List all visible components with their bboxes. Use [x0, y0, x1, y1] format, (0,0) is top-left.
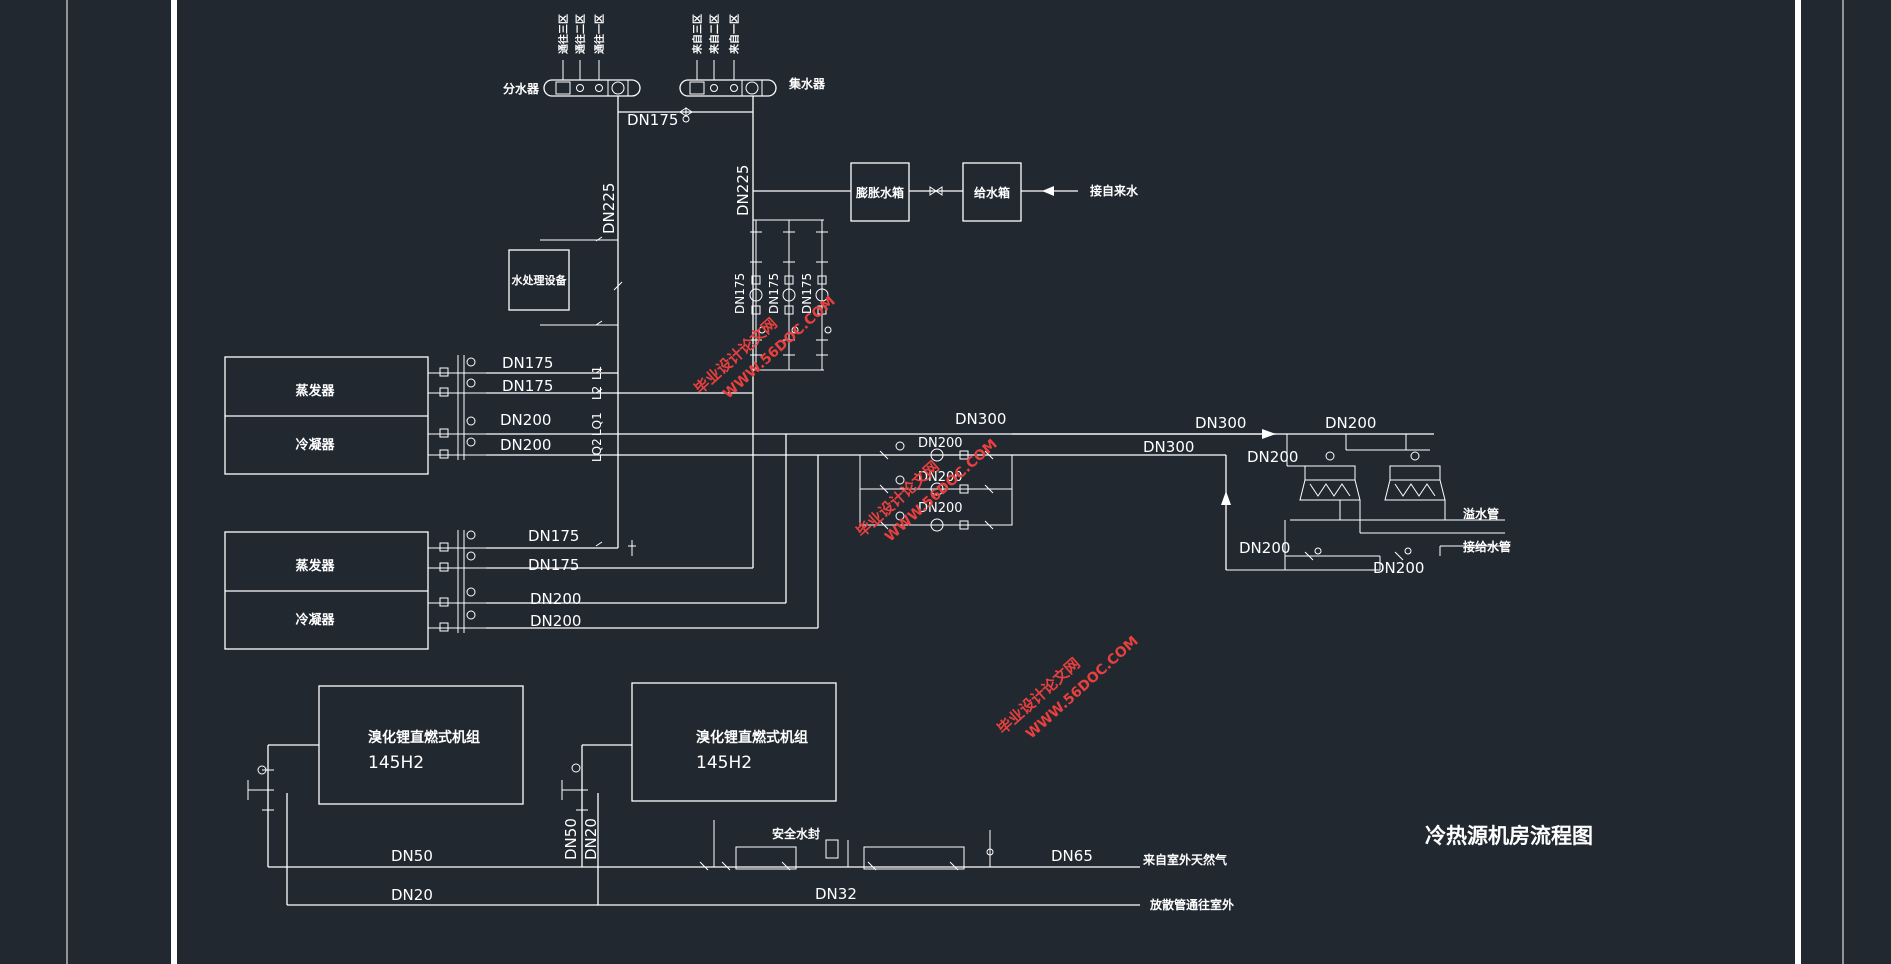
label-dn200-ret-b: DN200 — [1373, 559, 1424, 577]
tag-l1: L1 — [590, 366, 604, 380]
expansion-tank-label: 膨胀水箱 — [855, 185, 904, 200]
distributor-outlet-1: 通往一区 — [593, 14, 606, 54]
lib-unit-1-name: 溴化锂直燃式机组 — [368, 729, 480, 746]
chilled-water-pumps — [749, 219, 832, 371]
label-c1-dn200-b: DN200 — [500, 436, 551, 454]
lib-unit-2-name: 溴化锂直燃式机组 — [696, 729, 808, 746]
pipe-labels: DN175 DN225 DN225 DN175 DN175 DN175 DN17… — [391, 111, 1424, 904]
label-dn200-pump-a: DN200 — [918, 436, 963, 451]
pump-2 — [782, 220, 799, 370]
pump-1 — [749, 220, 766, 370]
expansion-tank: 膨胀水箱 — [850, 162, 910, 222]
distributor-label: 分水器 — [503, 81, 540, 96]
label-gas-dn50: DN50 — [391, 847, 433, 865]
label-dn200-pump-b: DN200 — [918, 470, 963, 485]
cooling-water-pumps — [818, 441, 1013, 532]
label-dn225-a: DN225 — [600, 183, 618, 234]
unit-2-fittings — [428, 530, 486, 633]
label-pump-dn175-2: DN175 — [767, 273, 781, 314]
pump-3 — [815, 220, 832, 370]
label-dn200-tower: DN200 — [1325, 414, 1376, 432]
distributor: 通往三区 通往二区 通往一区 分水器 — [503, 14, 641, 97]
lib-unit-1: 溴化锂直燃式机组 145H2 — [318, 685, 524, 805]
chilled-water-piping — [486, 96, 1276, 629]
evaporator-1-label: 蒸发器 — [295, 383, 335, 399]
label-gas-dn65: DN65 — [1051, 847, 1093, 865]
evaporator-2-label: 蒸发器 — [295, 558, 335, 574]
label-pump-dn175-3: DN175 — [800, 273, 814, 314]
label-gas-dn20-v: DN20 — [582, 818, 600, 860]
collector: 来自三区 来自二区 来自一区 集水器 — [679, 14, 826, 97]
drawing-title: 冷热源机房流程图 — [1425, 823, 1593, 848]
gas-piping — [247, 744, 1140, 906]
label-e2-dn175-a: DN175 — [528, 527, 579, 545]
chiller-unit-2: 蒸发器 冷凝器 — [224, 531, 429, 650]
distributor-outlet-3: 通往三区 — [557, 14, 570, 54]
label-e1-dn175-a: DN175 — [502, 354, 553, 372]
condenser-2-label: 冷凝器 — [295, 612, 335, 628]
water-treatment-label: 水处理设备 — [512, 273, 568, 287]
label-e1-dn175-b: DN175 — [502, 377, 553, 395]
label-dn300-a: DN300 — [955, 410, 1006, 428]
overflow-label: 溢水管 — [1463, 506, 1499, 521]
label-pump-dn175-1: DN175 — [733, 273, 747, 314]
unit-1-fittings — [428, 355, 486, 460]
lib-unit-2: 溴化锂直燃式机组 145H2 — [631, 682, 837, 802]
lib-unit-2-model: 145H2 — [696, 753, 752, 773]
label-c2-dn200-a: DN200 — [530, 590, 581, 608]
cooling-tower-1 — [1299, 451, 1361, 501]
supply-tank-label: 给水箱 — [974, 185, 1010, 200]
vent-label: 放散管通往室外 — [1149, 897, 1234, 912]
cooling-tower-2 — [1384, 451, 1446, 501]
label-gas-dn20: DN20 — [391, 886, 433, 904]
collector-inlet-3: 来自三区 — [691, 14, 704, 55]
label-dn175-top: DN175 — [627, 111, 678, 129]
condenser-1-label: 冷凝器 — [295, 437, 335, 453]
arrow-icon — [1042, 186, 1054, 196]
label-c1-dn200-a: DN200 — [500, 411, 551, 429]
label-gas-dn32: DN32 — [815, 885, 857, 903]
tag-lq2: LQ2 — [590, 438, 604, 462]
collector-inlet-2: 来自二区 — [708, 14, 721, 55]
water-treatment-equipment: 水处理设备 — [508, 249, 570, 311]
label-gas-dn50-v: DN50 — [562, 818, 580, 860]
tag-lq1: LQ1 — [590, 412, 604, 436]
chiller-unit-1: 蒸发器 冷凝器 — [224, 356, 429, 475]
safety-seal-label: 安全水封 — [772, 826, 820, 841]
label-dn225-b: DN225 — [734, 165, 752, 216]
valve-icon — [929, 186, 943, 196]
line-tags: L1 L2 LQ1 LQ2 — [590, 366, 604, 462]
makeup-label: 接给水管 — [1463, 539, 1511, 554]
label-e2-dn175-b: DN175 — [528, 556, 579, 574]
label-c2-dn200-b: DN200 — [530, 612, 581, 630]
label-dn200-tower-b: DN200 — [1247, 448, 1298, 466]
collector-label: 集水器 — [788, 76, 826, 91]
supply-tank: 给水箱 — [962, 162, 1022, 222]
label-dn200-ret-a: DN200 — [1239, 539, 1290, 557]
collector-inlet-1: 来自一区 — [728, 14, 741, 55]
distributor-outlet-2: 通往二区 — [574, 14, 587, 54]
tap-water-label: 接自来水 — [1090, 183, 1139, 198]
label-dn300-c: DN300 — [1143, 438, 1194, 456]
cooling-water-piping — [1012, 429, 1505, 571]
label-dn200-pump-c: DN200 — [918, 501, 963, 516]
label-dn300-b: DN300 — [1195, 414, 1246, 432]
gas-in-label: 来自室外天然气 — [1142, 852, 1227, 867]
lib-unit-1-model: 145H2 — [368, 753, 424, 773]
tag-l2: L2 — [590, 386, 604, 400]
